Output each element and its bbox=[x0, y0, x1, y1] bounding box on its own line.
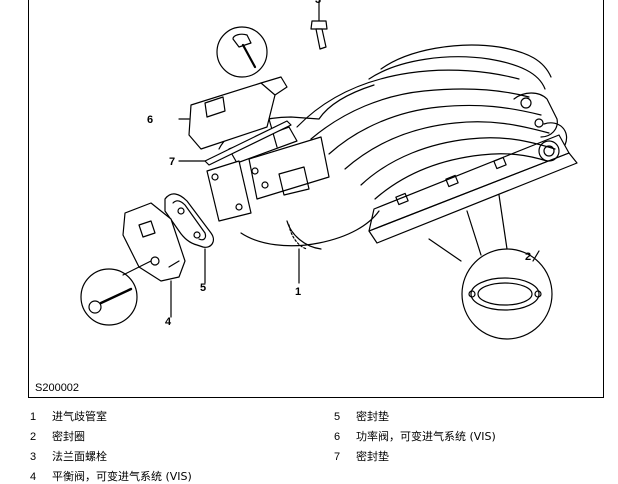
legend-number: 2 bbox=[30, 431, 37, 443]
figure-id: S200002 bbox=[35, 382, 80, 394]
power-valve-vis bbox=[178, 26, 288, 150]
balance-valve-vis bbox=[122, 202, 186, 318]
callout-1: 1 bbox=[295, 286, 301, 298]
legend-label: 密封垫 bbox=[356, 410, 389, 423]
legend-number: 3 bbox=[30, 451, 37, 463]
legend-number: 7 bbox=[334, 451, 341, 463]
exploded-parts-diagram: 1 2 3 4 5 6 7 bbox=[80, 0, 578, 340]
balance-valve-gasket bbox=[164, 193, 215, 284]
callout-2: 2 bbox=[525, 251, 531, 263]
callout-3: 3 bbox=[315, 0, 321, 6]
legend-label: 密封垫 bbox=[356, 450, 389, 463]
legend-label: 功率阀，可变进气系统 (VIS) bbox=[356, 430, 496, 443]
legend-label: 密封圈 bbox=[52, 430, 85, 443]
balance-valve-bolt-detail bbox=[80, 260, 152, 326]
legend-label: 法兰面螺栓 bbox=[52, 450, 107, 463]
parts-legend: 1 进气歧管室 2 密封圈 3 法兰面螺栓 4 平衡阀，可变进气系统 (VIS)… bbox=[0, 404, 618, 484]
legend-label: 进气歧管室 bbox=[52, 410, 107, 423]
callout-6: 6 bbox=[147, 114, 153, 126]
legend-number: 4 bbox=[30, 471, 37, 483]
legend-label: 平衡阀，可变进气系统 (VIS) bbox=[52, 470, 192, 483]
callout-4: 4 bbox=[165, 316, 172, 328]
callout-7: 7 bbox=[169, 156, 175, 168]
legend-number: 1 bbox=[30, 411, 37, 423]
legend-number: 5 bbox=[334, 411, 341, 423]
intake-manifold-plenum bbox=[206, 44, 578, 250]
figure-frame: 1 2 3 4 5 6 7 S200002 bbox=[28, 0, 604, 398]
callout-5: 5 bbox=[200, 282, 206, 294]
legend-number: 6 bbox=[334, 431, 341, 443]
power-valve-gasket bbox=[178, 120, 292, 166]
flange-bolt-top bbox=[310, 0, 328, 50]
seal-ring-detail bbox=[428, 194, 553, 340]
